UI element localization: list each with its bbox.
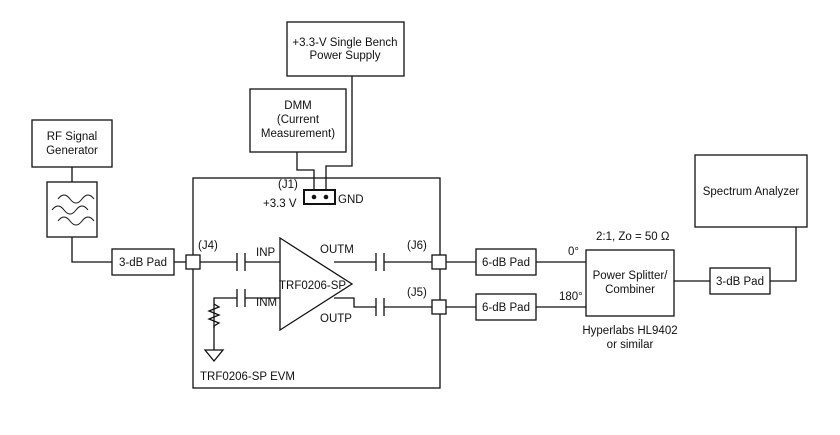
- gnd-label: GND: [338, 194, 364, 206]
- filter-symbol: [46, 181, 98, 238]
- j1-pin-supply: [311, 194, 317, 200]
- outp-label: OUTP: [320, 313, 352, 325]
- power-supply-block: +3.3-V Single Bench Power Supply: [286, 21, 405, 77]
- rf-generator-label-line2: Generator: [46, 145, 98, 157]
- wire-outp-to-cap: [334, 297, 376, 308]
- rf-generator-label-line1: RF Signal: [47, 131, 98, 143]
- outm-label: OUTM: [320, 244, 354, 256]
- pad-3db-output: 3-dB Pad: [709, 267, 771, 295]
- splitter-model-line2: or similar: [607, 339, 654, 351]
- filter-wave-top: [57, 194, 95, 204]
- pad-3db-input: 3-dB Pad: [111, 248, 175, 276]
- evm-board: TRF0206-SP EVM: [192, 177, 441, 389]
- spectrum-analyzer-block: Spectrum Analyzer: [694, 154, 808, 228]
- ground-symbol: [203, 349, 225, 363]
- wire-pad-to-analyzer: [770, 227, 797, 282]
- dmm-block: DMM (Current Measurement): [249, 88, 347, 153]
- capacitor-input-p: [236, 253, 246, 271]
- inm-label: INM: [256, 297, 277, 309]
- capacitor-output-m: [375, 253, 385, 271]
- pad-6db-top: 6-dB Pad: [475, 248, 537, 276]
- supply-pin-label: +3.3 V: [263, 198, 297, 210]
- power-supply-label-line1: +3.3-V Single Bench: [292, 37, 397, 49]
- j4-label: (J4): [198, 240, 218, 252]
- j5-label: (J5): [407, 287, 427, 299]
- j4-connector: [185, 254, 201, 270]
- pad-6db-bottom: 6-dB Pad: [475, 293, 537, 321]
- power-supply-label-line2: Power Supply: [310, 50, 381, 62]
- amplifier: TRF0206-SP INP INM OUTM OUTP: [256, 236, 354, 332]
- splitter-spec-label: 2:1, Zo = 50 Ω: [596, 231, 670, 243]
- rf-generator-block: RF Signal Generator: [31, 119, 113, 168]
- pad-6db-top-label: 6-dB Pad: [482, 257, 530, 269]
- spectrum-analyzer-label: Spectrum Analyzer: [703, 186, 800, 198]
- j6-connector: [431, 254, 447, 270]
- j1-pin-gnd: [323, 194, 329, 200]
- filter-wave-middle: [51, 205, 89, 215]
- j1-label: (J1): [278, 179, 298, 191]
- wires: [71, 76, 797, 350]
- amplifier-label: TRF0206-SP: [279, 280, 346, 292]
- phase-180-label: 180°: [559, 291, 583, 303]
- capacitor-input-m: [236, 289, 246, 307]
- splitter-label-line1: Power Splitter/: [593, 270, 669, 282]
- j1-header: (J1) +3.3 V GND: [263, 179, 364, 210]
- pad-3db-input-label: 3-dB Pad: [119, 257, 167, 269]
- evm-label: TRF0206-SP EVM: [200, 371, 295, 383]
- j5-connector: [431, 299, 447, 315]
- wire-dmm-to-j1: [296, 152, 315, 193]
- power-splitter-block: Power Splitter/ Combiner 2:1, Zo = 50 Ω …: [559, 231, 678, 351]
- wire-supply-to-j1: [325, 76, 353, 193]
- phase-0-label: 0°: [568, 246, 579, 258]
- dmm-label-line1: DMM: [284, 100, 311, 112]
- termination-resistor: [207, 303, 221, 328]
- dmm-label-line3: Measurement): [261, 128, 335, 140]
- pad-3db-output-label: 3-dB Pad: [716, 276, 764, 288]
- wire-inm-branch: [213, 297, 237, 328]
- inp-label: INP: [256, 247, 276, 259]
- wire-filter-to-pad: [71, 237, 112, 263]
- j6-label: (J6): [407, 240, 427, 252]
- filter-wave-bottom: [57, 216, 95, 226]
- splitter-label-line2: Combiner: [605, 284, 655, 296]
- pad-6db-bottom-label: 6-dB Pad: [482, 302, 530, 314]
- dmm-label-line2: (Current: [277, 114, 320, 126]
- capacitor-output-p: [375, 298, 385, 316]
- splitter-model-line1: Hyperlabs HL9402: [582, 325, 677, 337]
